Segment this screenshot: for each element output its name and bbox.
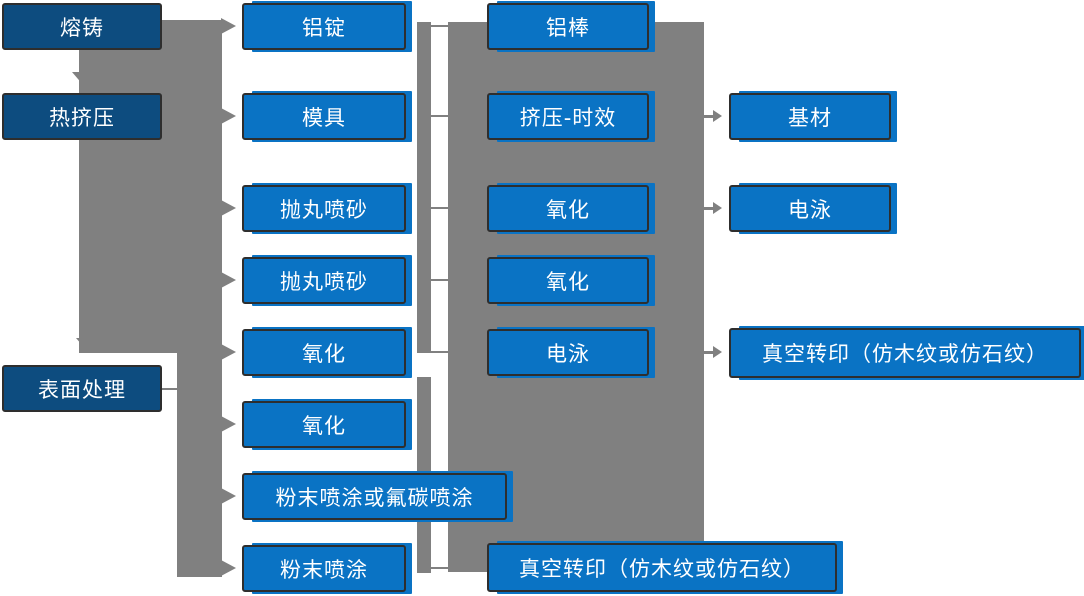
node-oxidation-col2-2: 氧化 <box>242 401 406 448</box>
arrow-to-powder-coating-icon <box>221 560 236 576</box>
connector-to-vacuum-transfer <box>704 351 713 354</box>
arrow-to-oxidation-2-icon <box>221 416 236 432</box>
tick-row-aluminum-rod <box>431 25 448 27</box>
node-aluminum-rod: 铝棒 <box>487 3 649 50</box>
tick-row-extrusion-aging <box>431 115 448 117</box>
node-vacuum-transfer-col4: 真空转印（仿木纹或仿石纹） <box>729 328 1081 378</box>
connector-left-trunk-lower <box>177 353 222 577</box>
tick-row-electrophoresis <box>431 351 448 353</box>
arrow-to-shot-blast-2-icon <box>221 272 236 288</box>
node-mold: 模具 <box>242 93 406 140</box>
arrow-to-mold-icon <box>221 108 236 124</box>
node-aluminum-ingot: 铝锭 <box>242 3 406 50</box>
node-hot-extrusion: 热挤压 <box>2 93 162 140</box>
arrow-to-powder-fluoro-icon <box>221 488 236 504</box>
node-shot-blast-1: 抛丸喷砂 <box>242 185 406 232</box>
node-vacuum-transfer-col3: 真空转印（仿木纹或仿石纹） <box>487 543 837 592</box>
node-shot-blast-2: 抛丸喷砂 <box>242 257 406 304</box>
node-base-material: 基材 <box>729 93 891 140</box>
connector-to-base-material <box>704 115 713 118</box>
connector-left-trunk <box>79 20 222 353</box>
node-powder-coating: 粉末喷涂 <box>242 545 406 592</box>
node-powder-fluorocarbon: 粉末喷涂或氟碳喷涂 <box>242 473 507 520</box>
connector-to-electrophoresis <box>704 207 713 210</box>
connector-surface-treatment-stub <box>162 388 177 390</box>
arrow-to-vacuum-transfer-icon <box>713 346 722 358</box>
tick-row-oxidation-1 <box>431 207 448 209</box>
arrow-to-aluminum-ingot-icon <box>221 18 236 34</box>
tick-row-vacuum-transfer <box>431 567 448 569</box>
node-melting-casting: 熔铸 <box>2 3 162 50</box>
arrow-to-electrophoresis-icon <box>713 202 722 214</box>
arrow-to-oxidation-1-icon <box>221 344 236 360</box>
node-electrophoresis-col4: 电泳 <box>729 185 891 232</box>
connector-mid-rail-upper <box>417 22 431 353</box>
arrow-to-shot-blast-1-icon <box>221 200 236 216</box>
node-electrophoresis-col3: 电泳 <box>487 329 649 376</box>
tick-row-oxidation-2 <box>431 279 448 281</box>
arrow-down-to-hot-extrusion-icon <box>72 72 96 86</box>
node-extrusion-aging: 挤压-时效 <box>487 93 649 140</box>
node-oxidation-col2-1: 氧化 <box>242 329 406 376</box>
arrow-to-base-material-icon <box>713 110 722 122</box>
arrow-down-to-surface-treatment-icon <box>76 338 100 352</box>
node-surface-treatment: 表面处理 <box>2 365 162 412</box>
node-oxidation-col3-2: 氧化 <box>487 257 649 304</box>
node-oxidation-col3-1: 氧化 <box>487 185 649 232</box>
